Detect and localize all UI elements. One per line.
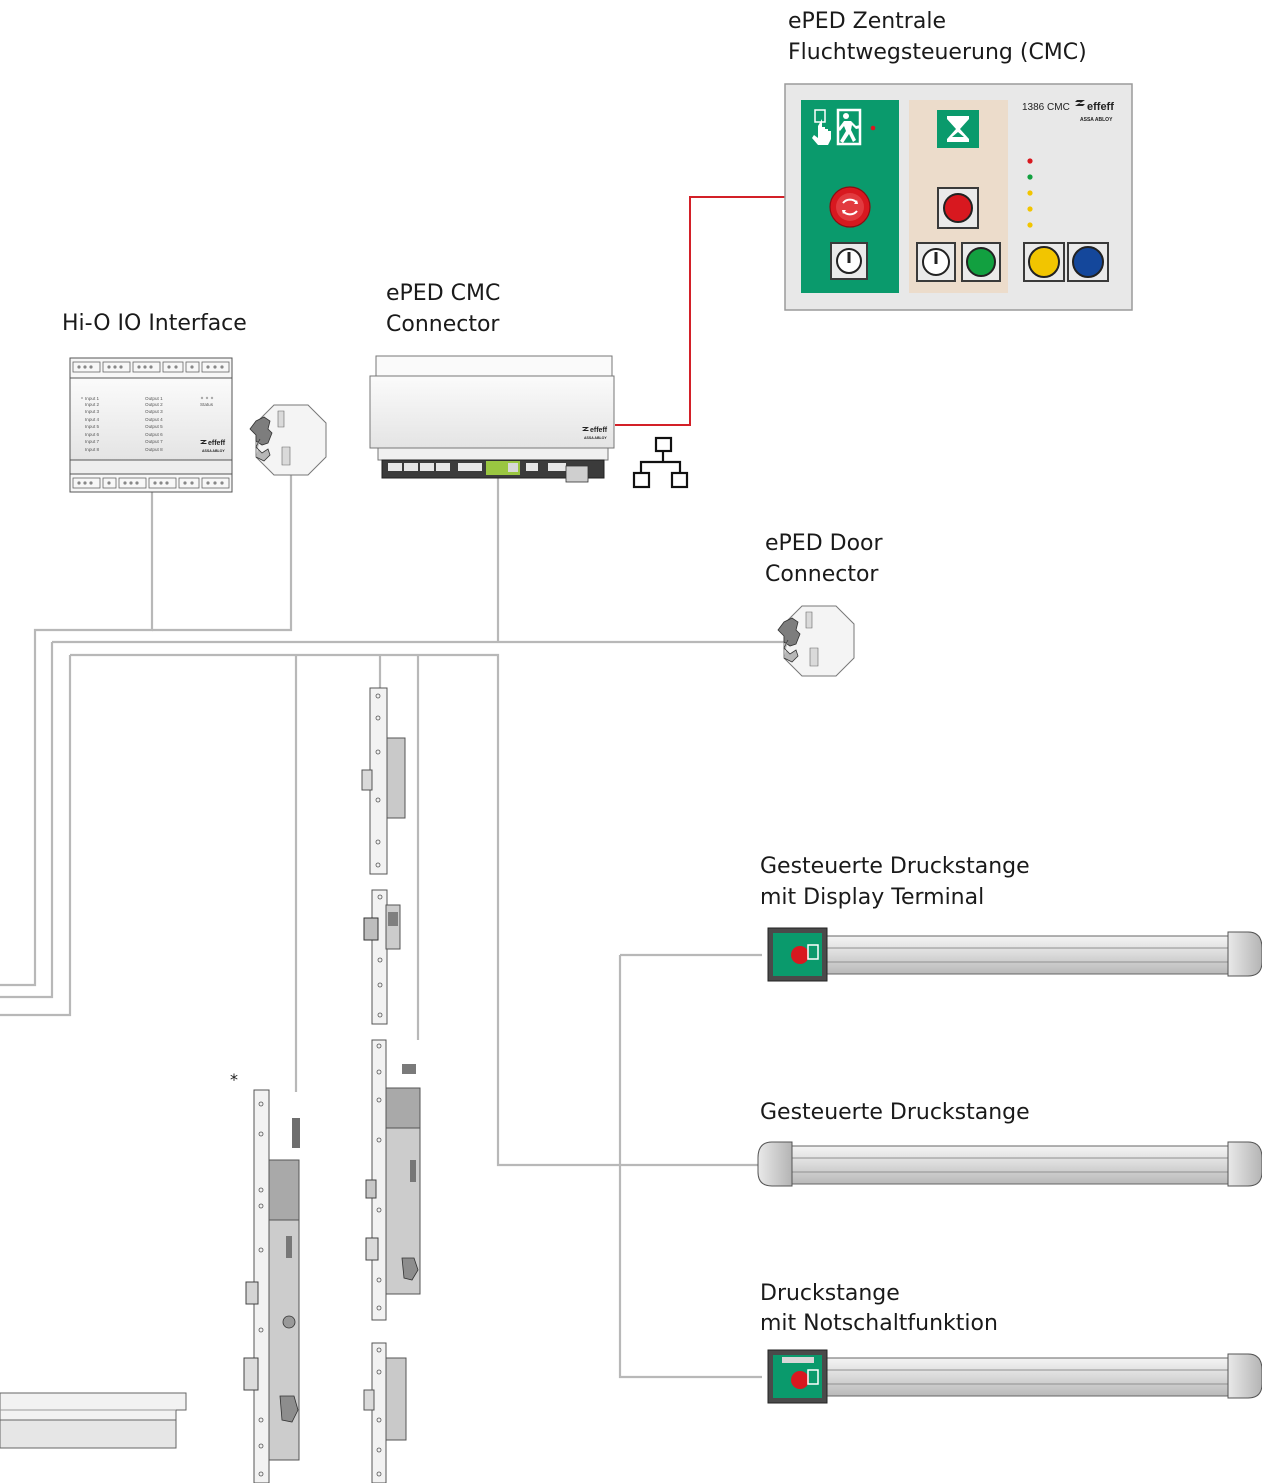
key-switch-icon (916, 242, 956, 282)
cmc-brand-text: effeff (1087, 101, 1114, 113)
cmc-link-cable (615, 196, 790, 426)
io-group-text: ASSA ABLOY (202, 449, 225, 453)
bar-emergency-title-line2: mit Notschaltfunktion (760, 1311, 998, 1336)
effeff-logo (200, 440, 207, 444)
cmc-title-line2: Fluchtwegsteuerung (CMC) (788, 40, 1087, 65)
octagon-connector-door (777, 605, 855, 677)
io-output-label: Output 1 (145, 396, 163, 401)
io-output-label: Output 3 (145, 409, 163, 414)
bar-plain-title: Gesteuerte Druckstange (760, 1100, 1030, 1125)
io-input-labels: Input 1 Input 2 Input 3 Input 4 Input 5 … (85, 396, 214, 452)
cmc-connector-device (369, 355, 615, 483)
green-button (961, 242, 1001, 282)
network-icon (632, 436, 689, 489)
hio-io-interface-device (69, 357, 233, 493)
push-bar-display-terminal (767, 927, 1262, 982)
octagon-connector-hio (249, 404, 327, 476)
cmc-group-text: ASSA ABLOY (1080, 117, 1113, 123)
hand-press-icon (812, 109, 831, 145)
cmc-title-line1: ePED Zentrale (788, 9, 946, 34)
io-output-label: Output 7 (145, 439, 163, 444)
cable-network (0, 468, 785, 1379)
io-input-label: Input 6 (85, 432, 99, 437)
lock-body-right (365, 1039, 421, 1321)
status-leds (1027, 158, 1033, 228)
bar-emergency-title-line1: Druckstange (760, 1281, 900, 1306)
io-output-label: Output 6 (145, 432, 163, 437)
bar-display-title-line2: mit Display Terminal (760, 885, 985, 910)
hio-title: Hi-O IO Interface (62, 311, 247, 336)
door-connector-title-line2: Connector (765, 562, 879, 587)
connector-brand-text: effeff (590, 427, 608, 434)
bar-display-title-line1: Gesteuerte Druckstange (760, 854, 1030, 879)
cmc-control-panel (784, 83, 1133, 311)
door-connector-title-line1: ePED Door (765, 531, 883, 556)
lock-keeper-top (361, 687, 406, 875)
io-output-label: Output 4 (145, 417, 163, 422)
lock-latch-middle (363, 889, 401, 1025)
io-input-label: Input 3 (85, 409, 99, 414)
io-output-label: Output 2 (145, 402, 163, 407)
io-input-label: Input 2 (85, 402, 99, 407)
io-input-label: Input 8 (85, 447, 99, 452)
io-input-label: Input 5 (85, 424, 99, 429)
connector-brand: effeff ASSA ABLOY (584, 427, 608, 440)
io-input-label: Input 1 (85, 396, 99, 401)
effeff-logo (582, 427, 589, 431)
lock-keeper-bottom (363, 1342, 407, 1483)
io-input-label: Input 4 (85, 417, 99, 422)
yellow-button (1023, 242, 1065, 282)
io-output-label: Output 8 (145, 447, 163, 452)
key-switch-icon (830, 242, 868, 280)
red-button (937, 187, 979, 229)
io-output-label: Output 5 (145, 424, 163, 429)
hourglass-icon (937, 110, 979, 148)
io-status-label: Status (200, 402, 214, 407)
cmc-connector-title-line2: Connector (386, 312, 500, 337)
emergency-stop-button (829, 186, 871, 228)
emergency-exit-icon (836, 108, 862, 146)
blue-button (1067, 242, 1109, 282)
asterisk-note: * (230, 1070, 238, 1089)
io-brand-text: effeff (208, 440, 226, 447)
lock-body-left (243, 1089, 300, 1483)
connector-group-text: ASSA ABLOY (584, 436, 607, 440)
door-closer-device (0, 1392, 187, 1449)
io-brand: effeff ASSA ABLOY (81, 397, 226, 453)
io-input-label: Input 7 (85, 439, 99, 444)
push-bar-emergency (767, 1349, 1262, 1404)
cmc-model-text: 1386 CMC (1022, 102, 1070, 113)
effeff-logo (1075, 100, 1085, 106)
cmc-connector-title-line1: ePED CMC (386, 281, 501, 306)
push-bar-plain (757, 1141, 1262, 1187)
